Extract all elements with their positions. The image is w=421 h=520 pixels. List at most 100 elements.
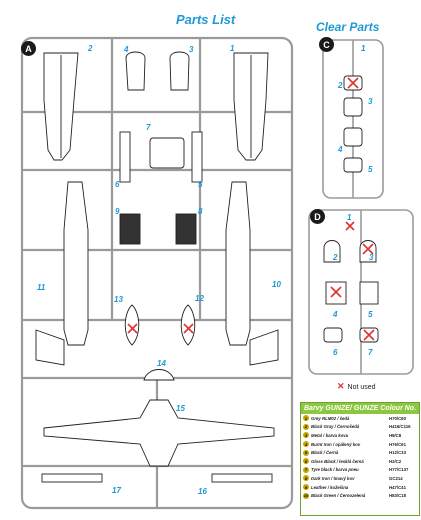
colour-code: H416/C116: [389, 424, 411, 430]
part-label-a2: 2: [88, 44, 93, 53]
colour-legend-title: Barvy GUNZE/ GUNZE Colour No.: [301, 403, 419, 414]
part-shape-d6: [323, 327, 343, 343]
part-shape-a6: [119, 131, 131, 183]
part-label-c5: 5: [368, 165, 373, 174]
part-label-d2: 2: [333, 253, 338, 262]
part-shape-d2: [323, 240, 341, 263]
part-label-d1: 1: [347, 213, 352, 222]
part-shape-c4: [343, 127, 363, 147]
part-label-d5: 5: [368, 310, 373, 319]
part-label-a13: 13: [114, 295, 123, 304]
part-label-d7: 7: [368, 348, 373, 357]
part-shape-d3: [359, 240, 377, 263]
part-shape-c3: [343, 97, 363, 117]
part-shape-a12: [180, 304, 196, 346]
part-shape-a4: [125, 51, 146, 91]
colour-number-badge: 4: [303, 441, 309, 448]
colour-name: Dark Iron / tmavý kov: [311, 475, 355, 481]
part-label-a16: 16: [198, 487, 207, 496]
sprue-d-badge: D: [310, 209, 325, 224]
part-shape-a9: [119, 213, 141, 245]
colour-code: H76/C61: [389, 441, 406, 447]
part-label-a14: 14: [157, 359, 166, 368]
colour-code: H83/C18: [389, 493, 406, 499]
colour-number-badge: 10: [303, 492, 309, 499]
part-label-c1: 1: [361, 44, 366, 53]
part-shape-a17: [41, 473, 103, 483]
clear-parts-title: Clear Parts: [316, 20, 380, 34]
colour-code: H70/C60: [389, 415, 406, 421]
part-label-a4: 4: [124, 45, 129, 54]
part-shape-d5: [359, 281, 379, 305]
part-label-c4: 4: [338, 145, 343, 154]
part-label-d3: 3: [369, 253, 374, 262]
part-label-c2: 2: [338, 81, 343, 90]
part-label-a12: 12: [195, 294, 204, 303]
part-label-a11: 11: [37, 283, 46, 292]
colour-name: Metal / barva kovu: [311, 432, 349, 438]
part-label-a7: 7: [146, 123, 151, 132]
part-label-c3: 3: [368, 97, 373, 106]
colour-number-badge: 9: [303, 484, 309, 491]
not-used-legend: ✕Not used: [337, 381, 376, 392]
part-label-a3: 3: [189, 45, 194, 54]
colour-code: GC214: [389, 475, 403, 481]
part-shape-a15: [43, 399, 275, 467]
part-label-a1: 1: [230, 44, 235, 53]
colour-name: Tyre black / barva pneu: [311, 467, 359, 473]
part-shape-a7: [149, 137, 185, 169]
part-shape-a10: [225, 181, 251, 346]
part-label-d6: 6: [333, 348, 338, 357]
parts-list-title: Parts List: [176, 12, 236, 27]
sprue-c-badge: C: [319, 37, 334, 52]
part-shape-a11: [63, 181, 89, 346]
part-label-a15: 15: [176, 404, 185, 413]
part-label-a9: 9: [115, 207, 120, 216]
part-shape-a5: [191, 131, 203, 183]
colour-name: Black / Černá: [311, 450, 339, 456]
colour-name: Leather / kožešina: [311, 484, 349, 490]
colour-name: Burnt Iron / opálený kov: [311, 441, 361, 447]
part-label-a8: 8: [198, 207, 203, 216]
colour-name: Black Gray / Černošedá: [311, 424, 360, 430]
part-shape-c5: [343, 157, 363, 173]
colour-code: H47/C41: [389, 484, 406, 490]
colour-code: H77/C137: [389, 467, 409, 473]
colour-code: H12/C33: [389, 450, 406, 456]
colour-code: H2/C2: [389, 458, 402, 464]
colour-code: H8/C8: [389, 432, 402, 438]
colour-number-badge: 5: [303, 449, 309, 456]
part-shape-a16: [211, 473, 273, 483]
colour-number-badge: 6: [303, 458, 309, 465]
colour-name: Gloss Black / lesklá černá: [311, 458, 364, 464]
colour-number-badge: 7: [303, 466, 309, 473]
part-label-d4: 4: [333, 310, 338, 319]
part-label-a5: 5: [198, 180, 203, 189]
not-used-marks: [127, 77, 375, 341]
colour-number-badge: 1: [303, 415, 309, 422]
sprue-a-badge: A: [21, 41, 36, 56]
part-label-a10: 10: [272, 280, 281, 289]
part-shape-a3: [169, 51, 190, 91]
part-shape-a8: [175, 213, 197, 245]
colour-number-badge: 3: [303, 432, 309, 439]
not-used-text: Not used: [347, 384, 376, 391]
part-shape-a13: [124, 304, 140, 346]
colour-name: Black Green / Černozelená: [311, 493, 366, 499]
colour-name: Grey RLM02 / šedá: [311, 415, 350, 421]
part-shape-a11-tail: [35, 329, 65, 366]
